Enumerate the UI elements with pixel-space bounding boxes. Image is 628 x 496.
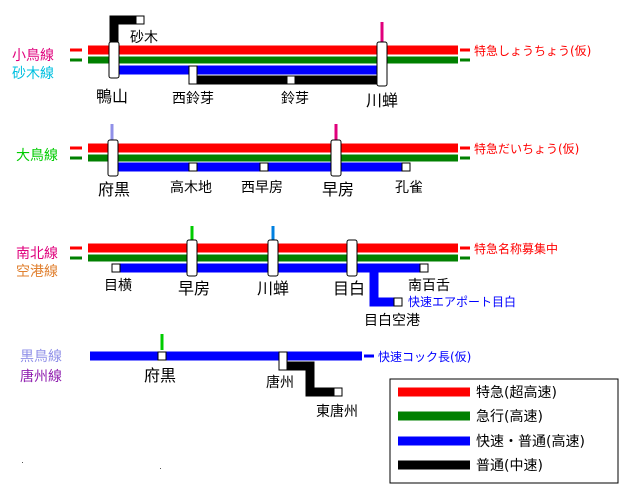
legend-label-rapid-local: 快速・普通(高速) bbox=[476, 433, 585, 450]
stray-dot bbox=[160, 468, 161, 469]
section-ootori: 大鳥線 府黒 高木地 西早房 早房 孔雀 特急だいちょう(仮) bbox=[16, 124, 579, 199]
station-name-suzume: 鈴芽 bbox=[281, 91, 309, 107]
station-name-higashikarasu: 東唐州 bbox=[316, 403, 358, 420]
station-marker-suzume[interactable] bbox=[286, 75, 296, 85]
station-marker-mejiro[interactable] bbox=[346, 239, 358, 277]
station-marker-nanbyakuzetsu[interactable] bbox=[419, 263, 429, 273]
station-name-mejiro: 目白 bbox=[333, 279, 365, 298]
line-name-kotori: 小鳥線 bbox=[12, 48, 54, 64]
line-name-ootori: 大鳥線 bbox=[16, 148, 58, 164]
stray-dot bbox=[22, 462, 23, 463]
station-name-nishihayabusa: 西早房 bbox=[241, 180, 283, 196]
section-kurotori: 黒鳥線 唐州線 府黒 唐州 東唐州 快速コック長(仮) bbox=[20, 334, 471, 420]
station-marker-kujaku[interactable] bbox=[401, 162, 411, 172]
legend-label-local: 普通(中速) bbox=[476, 458, 543, 474]
station-marker-mekura[interactable] bbox=[111, 263, 121, 273]
line-name-karasu: 唐州線 bbox=[20, 368, 62, 385]
service-name-line2: 特急だいちょう(仮) bbox=[474, 141, 579, 156]
station-name-sunaki: 砂木 bbox=[130, 30, 158, 46]
station-marker-hayabusa2[interactable] bbox=[186, 239, 198, 277]
legend: 特急(超高速) 急行(高速) 快速・普通(高速) 普通(中速) bbox=[389, 378, 619, 484]
station-name-fuguro: 府黒 bbox=[98, 180, 130, 199]
service-name-airport: 快速エアポート目白 bbox=[408, 294, 516, 309]
station-name-fuguro2: 府黒 bbox=[144, 366, 176, 385]
station-name-mejiro-airport: 目白空港 bbox=[364, 313, 420, 329]
station-name-takakiji: 高木地 bbox=[170, 179, 212, 196]
line-name-kuukou: 空港線 bbox=[16, 264, 58, 280]
line-name-sunaki: 砂木線 bbox=[12, 66, 54, 82]
station-name-mekura: 目横 bbox=[104, 278, 132, 294]
section-nanboku: 南北線 空港線 目横 早房 川蝉 目白 南百舌 目白空港 特急名称募集中 快速エ… bbox=[16, 226, 558, 329]
station-name-kujaku: 孔雀 bbox=[395, 180, 423, 196]
station-marker-fuguro[interactable] bbox=[107, 139, 119, 177]
station-marker-nishisuzume[interactable] bbox=[188, 65, 198, 85]
legend-label-express: 急行(高速) bbox=[476, 408, 543, 425]
station-name-kawasemi2: 川蝉 bbox=[257, 279, 289, 298]
service-name-line3: 特急名称募集中 bbox=[474, 241, 558, 256]
station-marker-kawasemi2[interactable] bbox=[267, 239, 279, 277]
station-name-nanbyakuzetsu: 南百舌 bbox=[408, 278, 450, 294]
station-marker-nishihayabusa[interactable] bbox=[259, 162, 269, 172]
station-marker-sunaki[interactable] bbox=[135, 15, 145, 25]
line-name-nanboku: 南北線 bbox=[16, 246, 58, 262]
station-marker-kamoyama[interactable] bbox=[108, 41, 120, 79]
station-marker-higashikarasu[interactable] bbox=[333, 387, 343, 397]
station-marker-mejiro-airport[interactable] bbox=[393, 297, 403, 307]
service-name-line4: 快速コック長(仮) bbox=[378, 350, 471, 364]
station-marker-karasu[interactable] bbox=[278, 351, 288, 371]
station-name-kamoyama: 鴨山 bbox=[96, 87, 128, 106]
airport-branch-track bbox=[369, 268, 398, 307]
station-marker-hayabusa[interactable] bbox=[330, 139, 342, 177]
station-name-hayabusa2: 早房 bbox=[178, 279, 210, 298]
station-marker-takakiji[interactable] bbox=[188, 162, 198, 172]
station-name-hayabusa: 早房 bbox=[322, 180, 354, 199]
station-name-karasu: 唐州 bbox=[266, 374, 294, 391]
station-marker-kawasemi[interactable] bbox=[376, 41, 388, 87]
station-name-kawasemi: 川蝉 bbox=[366, 91, 398, 110]
station-marker-fuguro2[interactable] bbox=[157, 351, 167, 361]
legend-label-limited-express: 特急(超高速) bbox=[476, 384, 557, 401]
section-kotori: 小鳥線 砂木線 砂木 鴨山 西鈴芽 鈴芽 川蝉 特急しょうちょう(仮) bbox=[12, 15, 591, 110]
line-name-kurotori: 黒鳥線 bbox=[20, 349, 62, 365]
service-name-line1: 特急しょうちょう(仮) bbox=[474, 43, 591, 58]
station-name-nishisuzume: 西鈴芽 bbox=[172, 91, 214, 107]
